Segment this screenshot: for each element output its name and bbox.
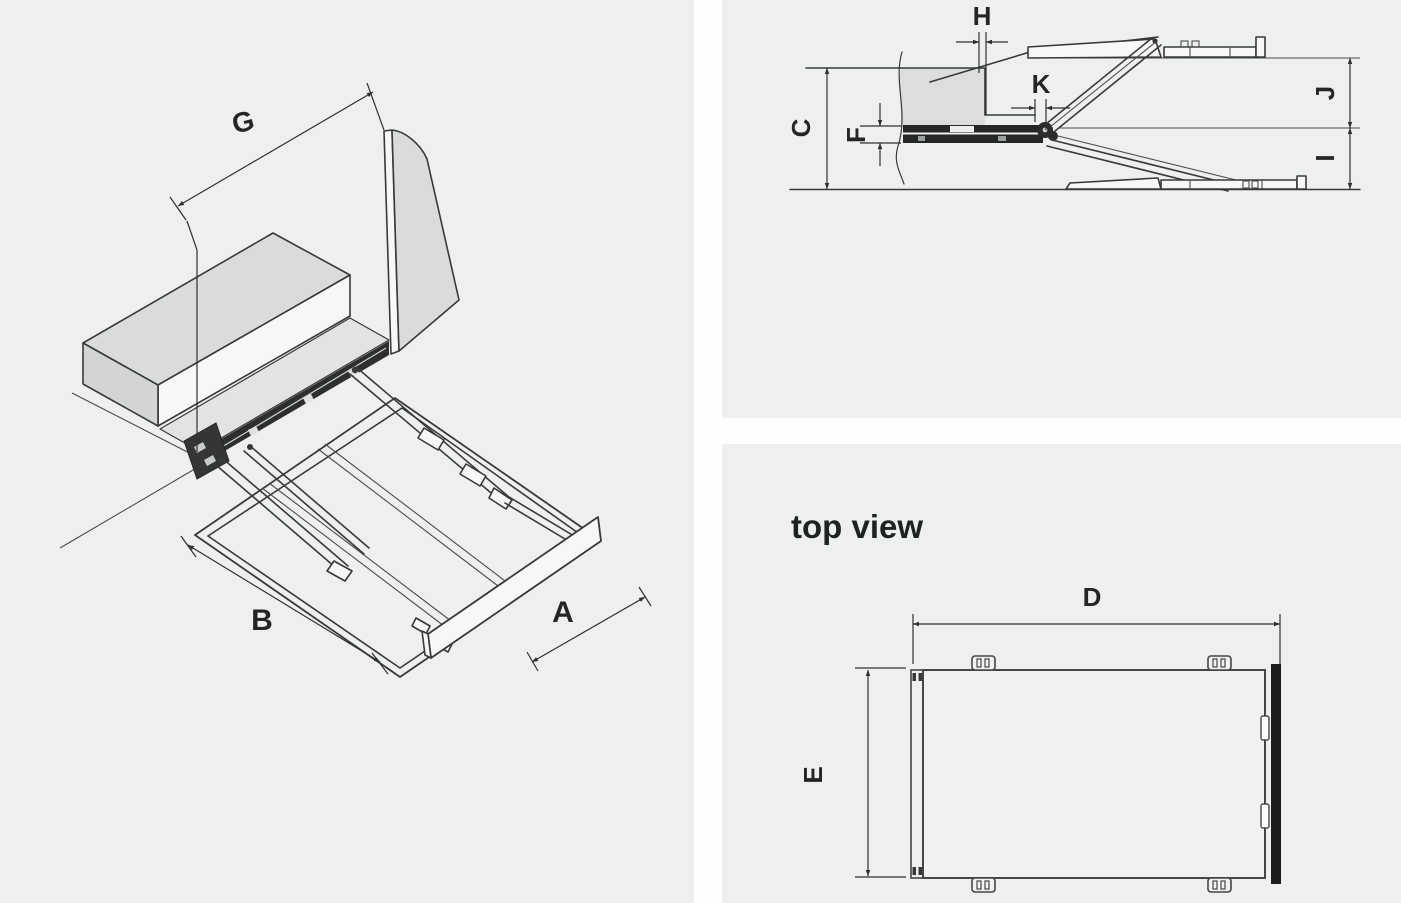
dim-label-j: J bbox=[1310, 86, 1340, 100]
dimension-f: F bbox=[841, 103, 901, 166]
panel-top-view: top view bbox=[722, 444, 1401, 903]
dim-label-a: A bbox=[552, 596, 574, 629]
platform-raised bbox=[1027, 36, 1360, 132]
dim-label-g: G bbox=[228, 104, 257, 140]
platform-lowered bbox=[789, 135, 1361, 192]
lift-rail bbox=[159, 317, 390, 480]
counter-box bbox=[82, 232, 351, 427]
top-view-drawing: top view bbox=[791, 508, 1281, 893]
latch bbox=[1260, 715, 1270, 741]
dimension-h: H bbox=[956, 1, 1008, 115]
dimension-j: J bbox=[1058, 57, 1360, 129]
top-view-title: top view bbox=[791, 508, 923, 545]
wall-flap bbox=[383, 129, 460, 355]
dimension-k: K bbox=[1011, 69, 1070, 130]
dim-label-h: H bbox=[973, 1, 992, 31]
dim-label-c: C bbox=[786, 118, 816, 137]
rail-carriage bbox=[303, 394, 314, 404]
dim-label-i: I bbox=[1310, 154, 1340, 161]
dim-label-b: B bbox=[251, 604, 273, 637]
side-view-drawing: H K C F J I bbox=[786, 1, 1361, 192]
dimension-a: A bbox=[526, 586, 652, 672]
front-bar bbox=[421, 516, 602, 659]
dim-label-k: K bbox=[1032, 69, 1051, 99]
dimension-c: C bbox=[786, 67, 830, 190]
counter-section bbox=[805, 36, 1159, 185]
slide-rail bbox=[903, 122, 1058, 143]
latch bbox=[1260, 803, 1270, 829]
front-bar-top bbox=[1271, 664, 1281, 884]
dimension-b: B bbox=[180, 535, 398, 676]
wall-floor-lines bbox=[59, 392, 206, 549]
rail-end-block bbox=[183, 422, 230, 480]
dim-label-f: F bbox=[841, 127, 871, 143]
panel-isometric-view: G B A bbox=[0, 0, 694, 903]
rail-carriage bbox=[248, 426, 259, 436]
panel-side-view: H K C F J I bbox=[722, 0, 1401, 418]
dimension-e: E bbox=[798, 667, 906, 878]
dimension-d: D bbox=[912, 582, 1281, 664]
mounting-brackets bbox=[971, 655, 1232, 893]
platform-outline bbox=[910, 664, 1281, 884]
dim-label-e: E bbox=[798, 766, 828, 783]
dim-label-d: D bbox=[1083, 582, 1102, 612]
isometric-drawing: G B A bbox=[59, 82, 652, 678]
dimension-i: I bbox=[1310, 127, 1353, 190]
